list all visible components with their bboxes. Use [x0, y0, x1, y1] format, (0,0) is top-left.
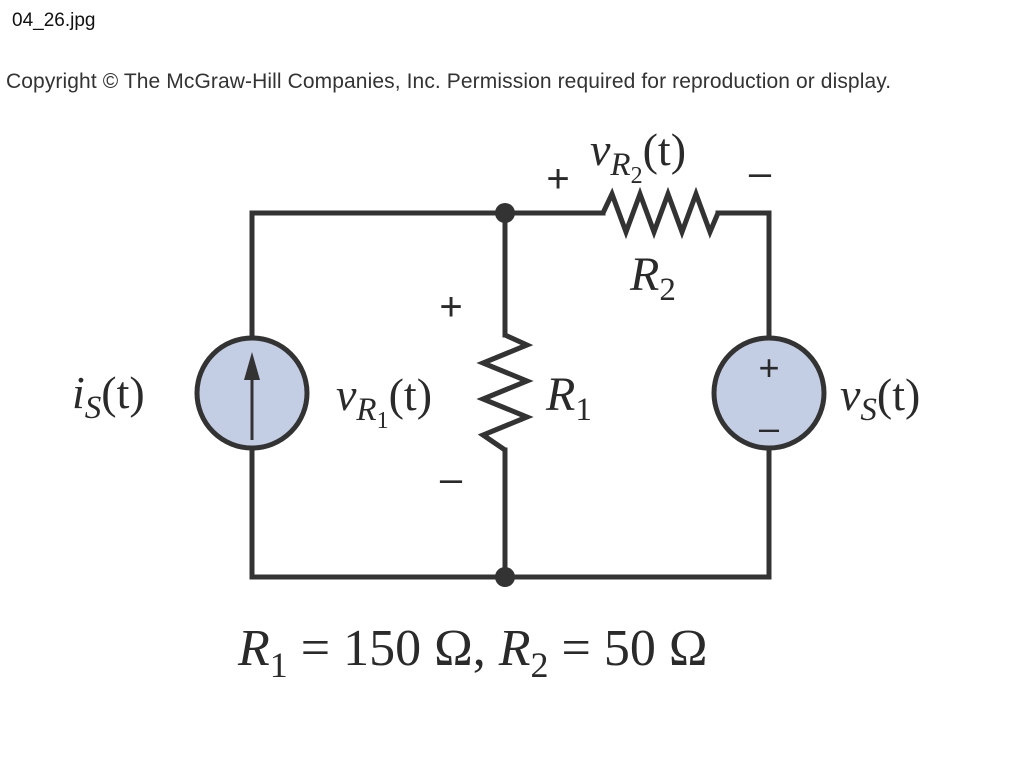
- current-source: [194, 335, 310, 451]
- r1-minus-sign: –: [440, 457, 463, 501]
- voltage-source-label: vS(t): [840, 369, 920, 428]
- voltage-source-plus: +: [758, 347, 779, 388]
- voltage-source-minus: –: [759, 407, 779, 448]
- node-bottom: [495, 567, 515, 587]
- r1-voltage-label: vR1(t): [336, 369, 432, 434]
- node-top: [495, 203, 515, 223]
- r2-voltage-label: vR2(t): [590, 124, 686, 189]
- resistor-r2-symbol: [600, 186, 721, 240]
- r2-plus-sign: +: [546, 157, 569, 201]
- r2-minus-sign: –: [749, 151, 772, 195]
- current-arrow-head-icon: [244, 352, 260, 380]
- file-name: 04_26.jpg: [12, 10, 96, 31]
- voltage-source-circle: [711, 335, 827, 451]
- r1-name-label: R1: [545, 368, 592, 428]
- voltage-source: + –: [711, 335, 827, 451]
- r2-name-label: R2: [629, 248, 676, 308]
- current-source-label: iS(t): [72, 367, 145, 426]
- resistor-r1-symbol: [476, 332, 534, 453]
- copyright-notice: Copyright © The McGraw-Hill Companies, I…: [6, 70, 892, 93]
- circuit-wires: [249, 210, 772, 580]
- r1-plus-sign: +: [439, 285, 462, 329]
- component-values-caption: R1 = 150 Ω, R2 = 50 Ω: [237, 620, 708, 685]
